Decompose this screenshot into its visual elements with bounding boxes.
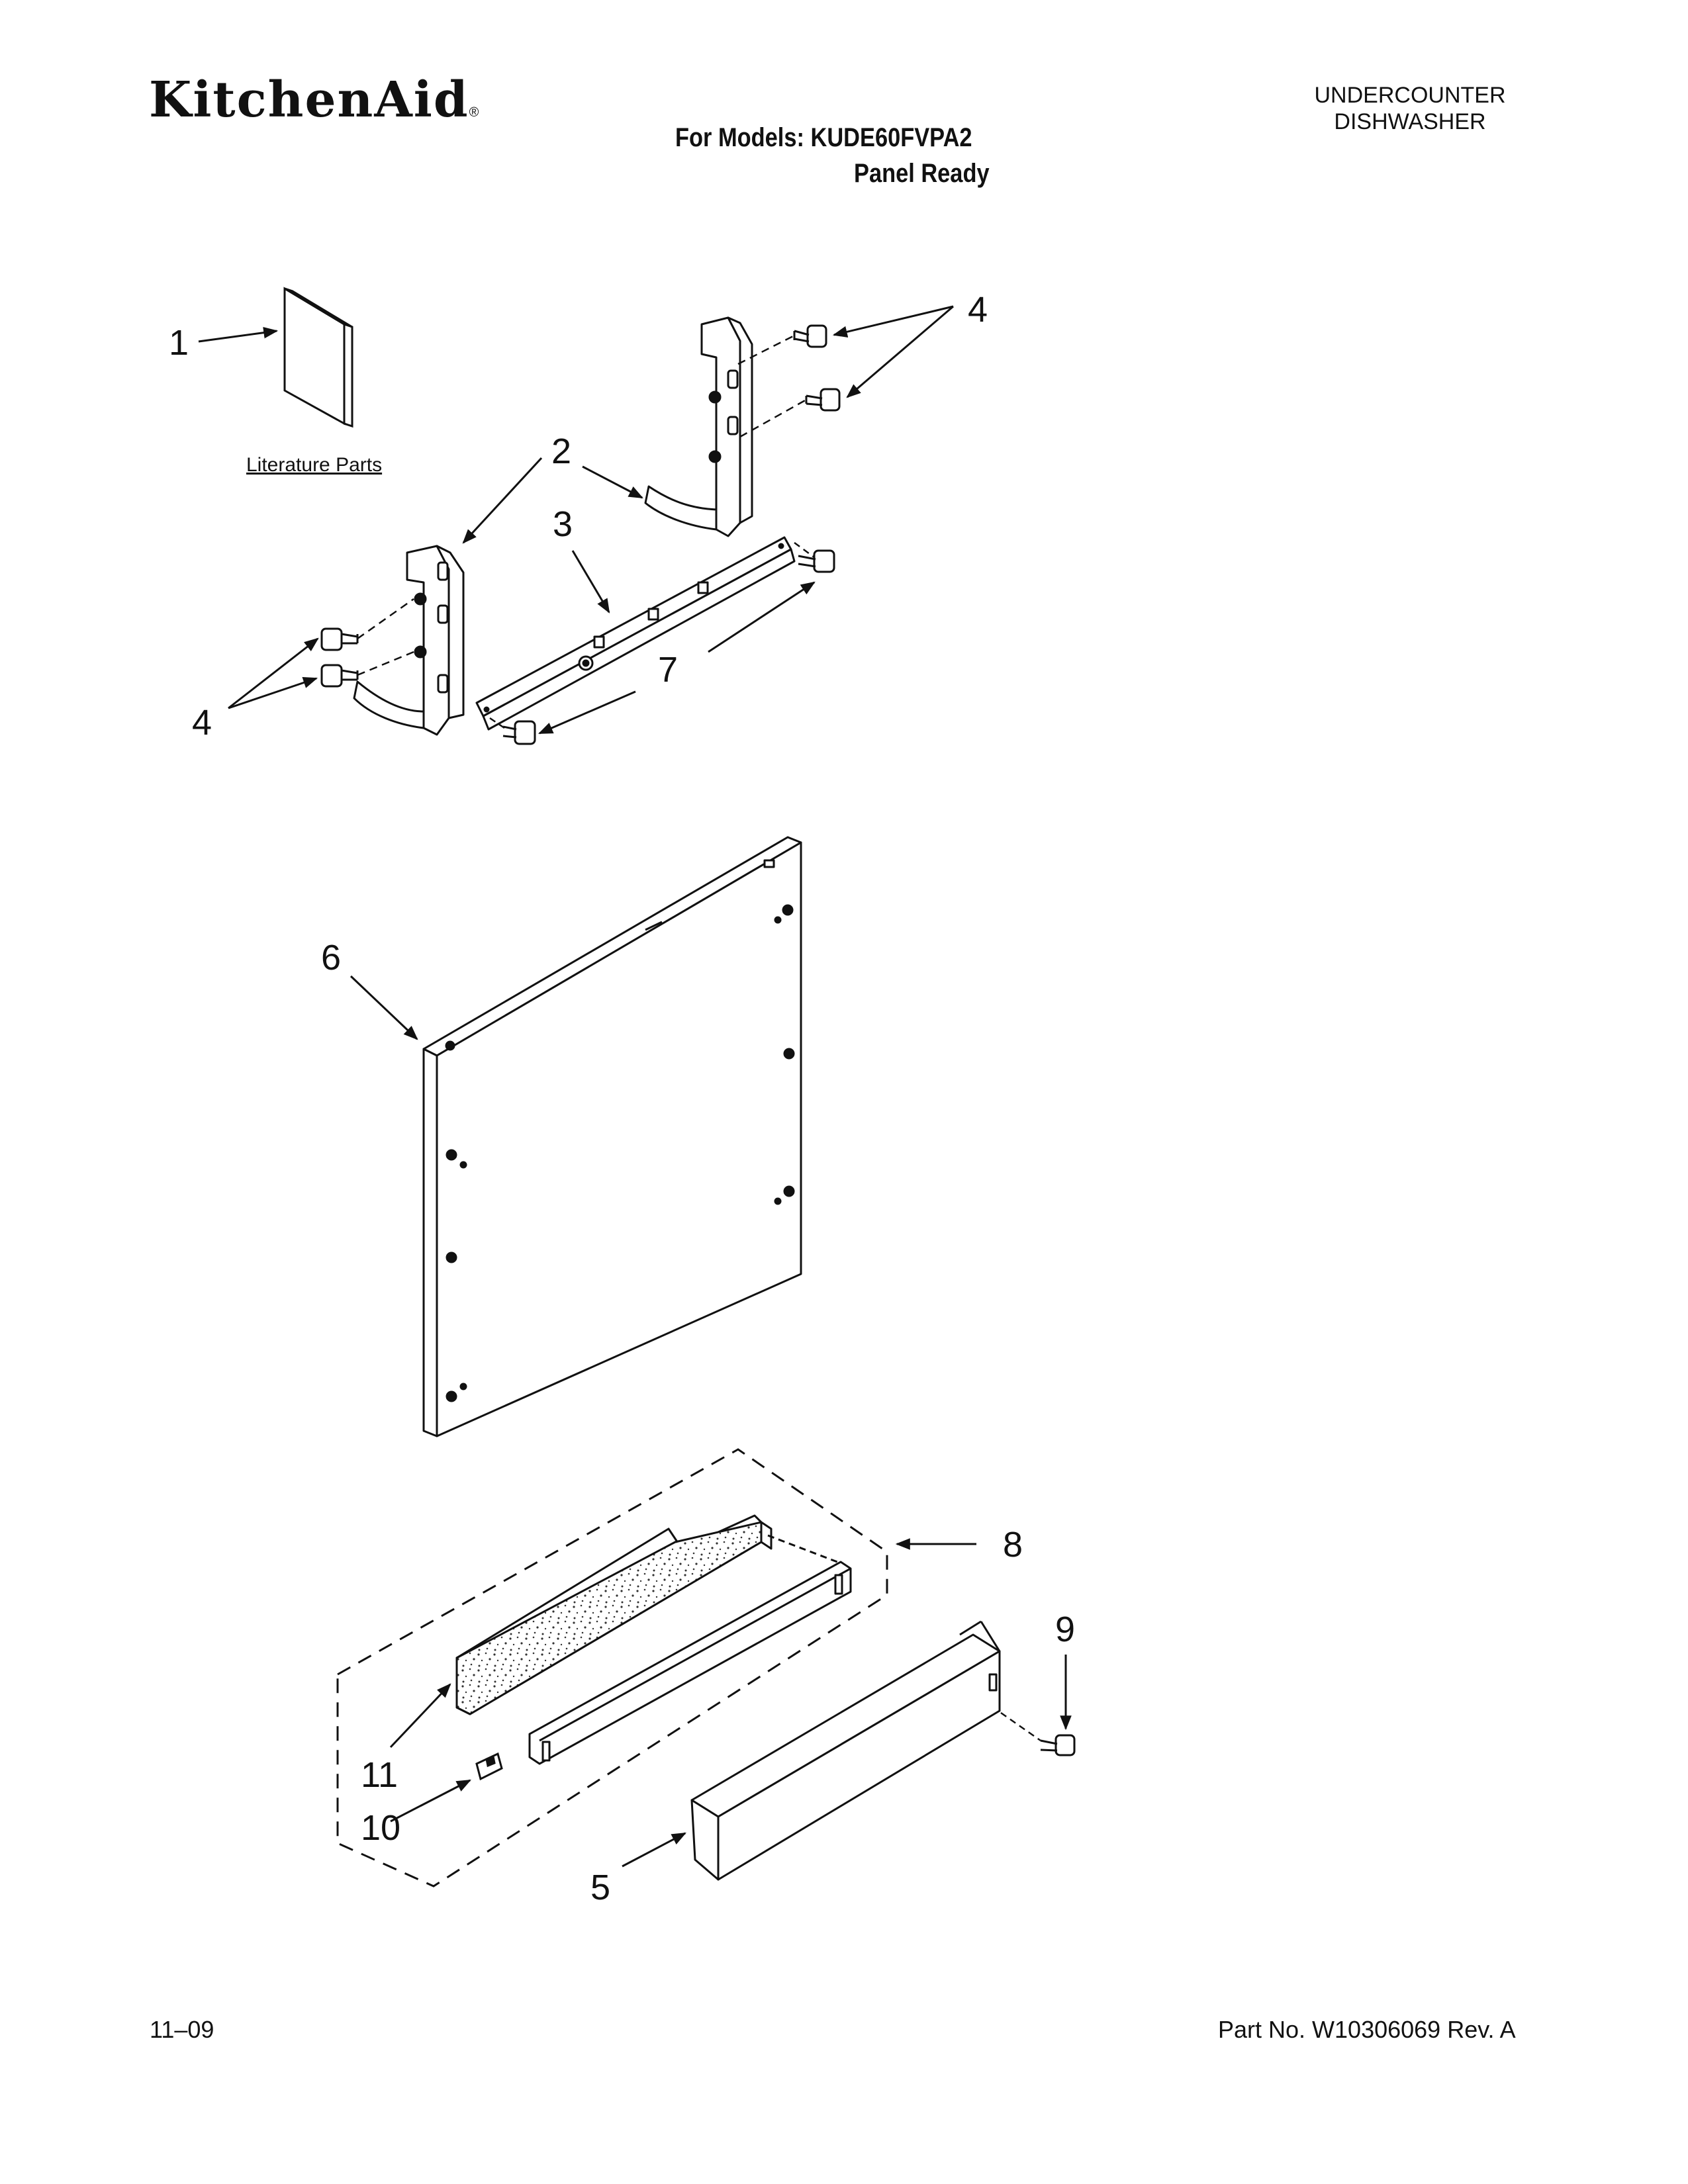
right-mounting-bracket [644,316,753,537]
leader-line-11 [389,1683,451,1749]
callout-8: 8 [1003,1525,1023,1565]
screw-left-2 [320,664,359,688]
screw-top-1 [793,324,827,348]
leader-line-4a [832,305,954,338]
leader-line-1 [198,326,279,343]
callout-11: 11 [361,1755,398,1795]
toe-kick-screw [1040,1734,1076,1756]
brand-logo: KitchenAid® [149,71,480,128]
screw-rail-left [502,720,536,745]
brand-name: KitchenAid [149,71,469,128]
screw-left-1 [320,627,359,651]
product-category: UNDERCOUNTER DISHWASHER [1311,82,1509,135]
leader-line-5 [622,1832,686,1868]
leader-line-7b [538,690,636,735]
callout-2: 2 [551,432,571,471]
screw-rail-right [798,549,835,573]
category-line-1: UNDERCOUNTER [1314,83,1506,108]
left-mounting-bracket [353,545,465,736]
callout-1: 1 [169,323,189,363]
leader-line-4d [228,677,318,709]
models-line: For Models: KUDE60FVPA2 [675,123,972,152]
variant-line: Panel Ready [854,159,990,188]
callout-7: 7 [658,650,678,690]
toe-kick-strip [528,1534,852,1765]
callout-4-left: 4 [192,703,212,743]
leader-line-10 [390,1779,471,1823]
leader-line-7a [708,581,816,653]
callout-6: 6 [321,938,341,978]
door-panel [422,836,802,1437]
literature-parts-booklet [283,287,353,428]
part-number: Part No. W10306069 Rev. A [1218,2016,1516,2043]
leader-line-4c [228,637,319,709]
callout-5: 5 [590,1868,610,1907]
leader-line-2a [462,457,543,544]
leader-line-3 [571,550,610,614]
callout-4-top: 4 [968,290,988,330]
leader-line-4b [846,305,954,398]
date-code: 11–09 [150,2016,214,2043]
leader-line-2b [582,465,643,499]
callout-9: 9 [1055,1610,1075,1649]
toe-kick-clip [475,1752,503,1781]
registered-mark: ® [469,105,481,120]
callout-10: 10 [361,1808,400,1848]
toe-kick-panel [690,1620,1001,1881]
callout-3: 3 [553,504,573,544]
category-line-2: DISHWASHER [1334,109,1486,134]
leader-line-6 [350,975,418,1040]
cross-rail [475,536,796,731]
toe-kick-insulation [455,1514,773,1715]
literature-parts-label: Literature Parts [246,454,382,476]
screw-top-2 [805,388,841,412]
toe-kick-kit-outline [336,1448,888,1888]
